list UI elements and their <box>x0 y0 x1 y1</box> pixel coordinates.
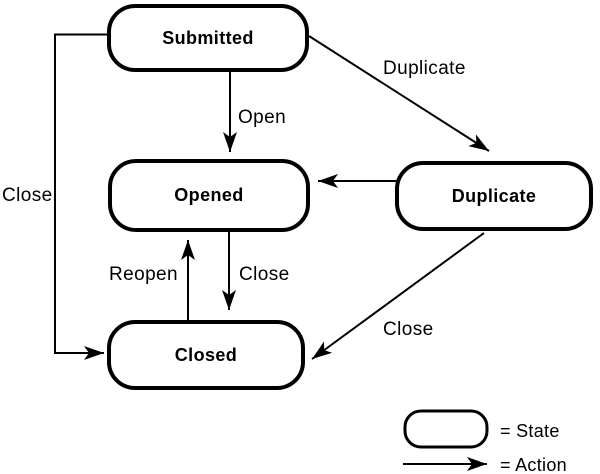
edge-opened-closed: Close <box>222 232 290 310</box>
node-duplicate: Duplicate <box>395 161 593 231</box>
edge-label-close-diagonal: Close <box>383 319 434 340</box>
node-duplicate-label: Duplicate <box>451 185 537 206</box>
node-submitted-label: Submitted <box>162 27 254 48</box>
node-closed-label: Closed <box>174 344 238 365</box>
edge-duplicate-closed: Close <box>311 232 485 360</box>
legend-state-label: = State <box>500 421 560 441</box>
arrow-submitted-closed <box>54 33 107 360</box>
arrow-submitted-duplicate <box>308 35 490 152</box>
legend: = State = Action <box>403 409 567 474</box>
edge-label-close-middle: Close <box>239 264 290 285</box>
edge-label-reopen: Reopen <box>109 264 178 285</box>
node-opened-label: Opened <box>174 185 244 205</box>
edge-submitted-duplicate: Duplicate <box>308 35 490 152</box>
node-submitted: Submitted <box>107 4 309 72</box>
legend-action-label: = Action <box>500 455 567 474</box>
edge-closed-opened: Reopen <box>109 240 195 321</box>
edge-label-duplicate: Duplicate <box>383 58 466 79</box>
edge-label-close-left: Close <box>2 185 53 206</box>
edge-submitted-closed: Close <box>2 33 107 360</box>
arrow-duplicate-closed <box>311 232 485 360</box>
edge-label-open: Open <box>238 107 286 128</box>
edge-submitted-opened: Open <box>223 72 286 152</box>
node-closed: Closed <box>107 320 305 390</box>
legend-state-shape <box>403 409 489 449</box>
node-opened: Opened <box>108 159 310 232</box>
